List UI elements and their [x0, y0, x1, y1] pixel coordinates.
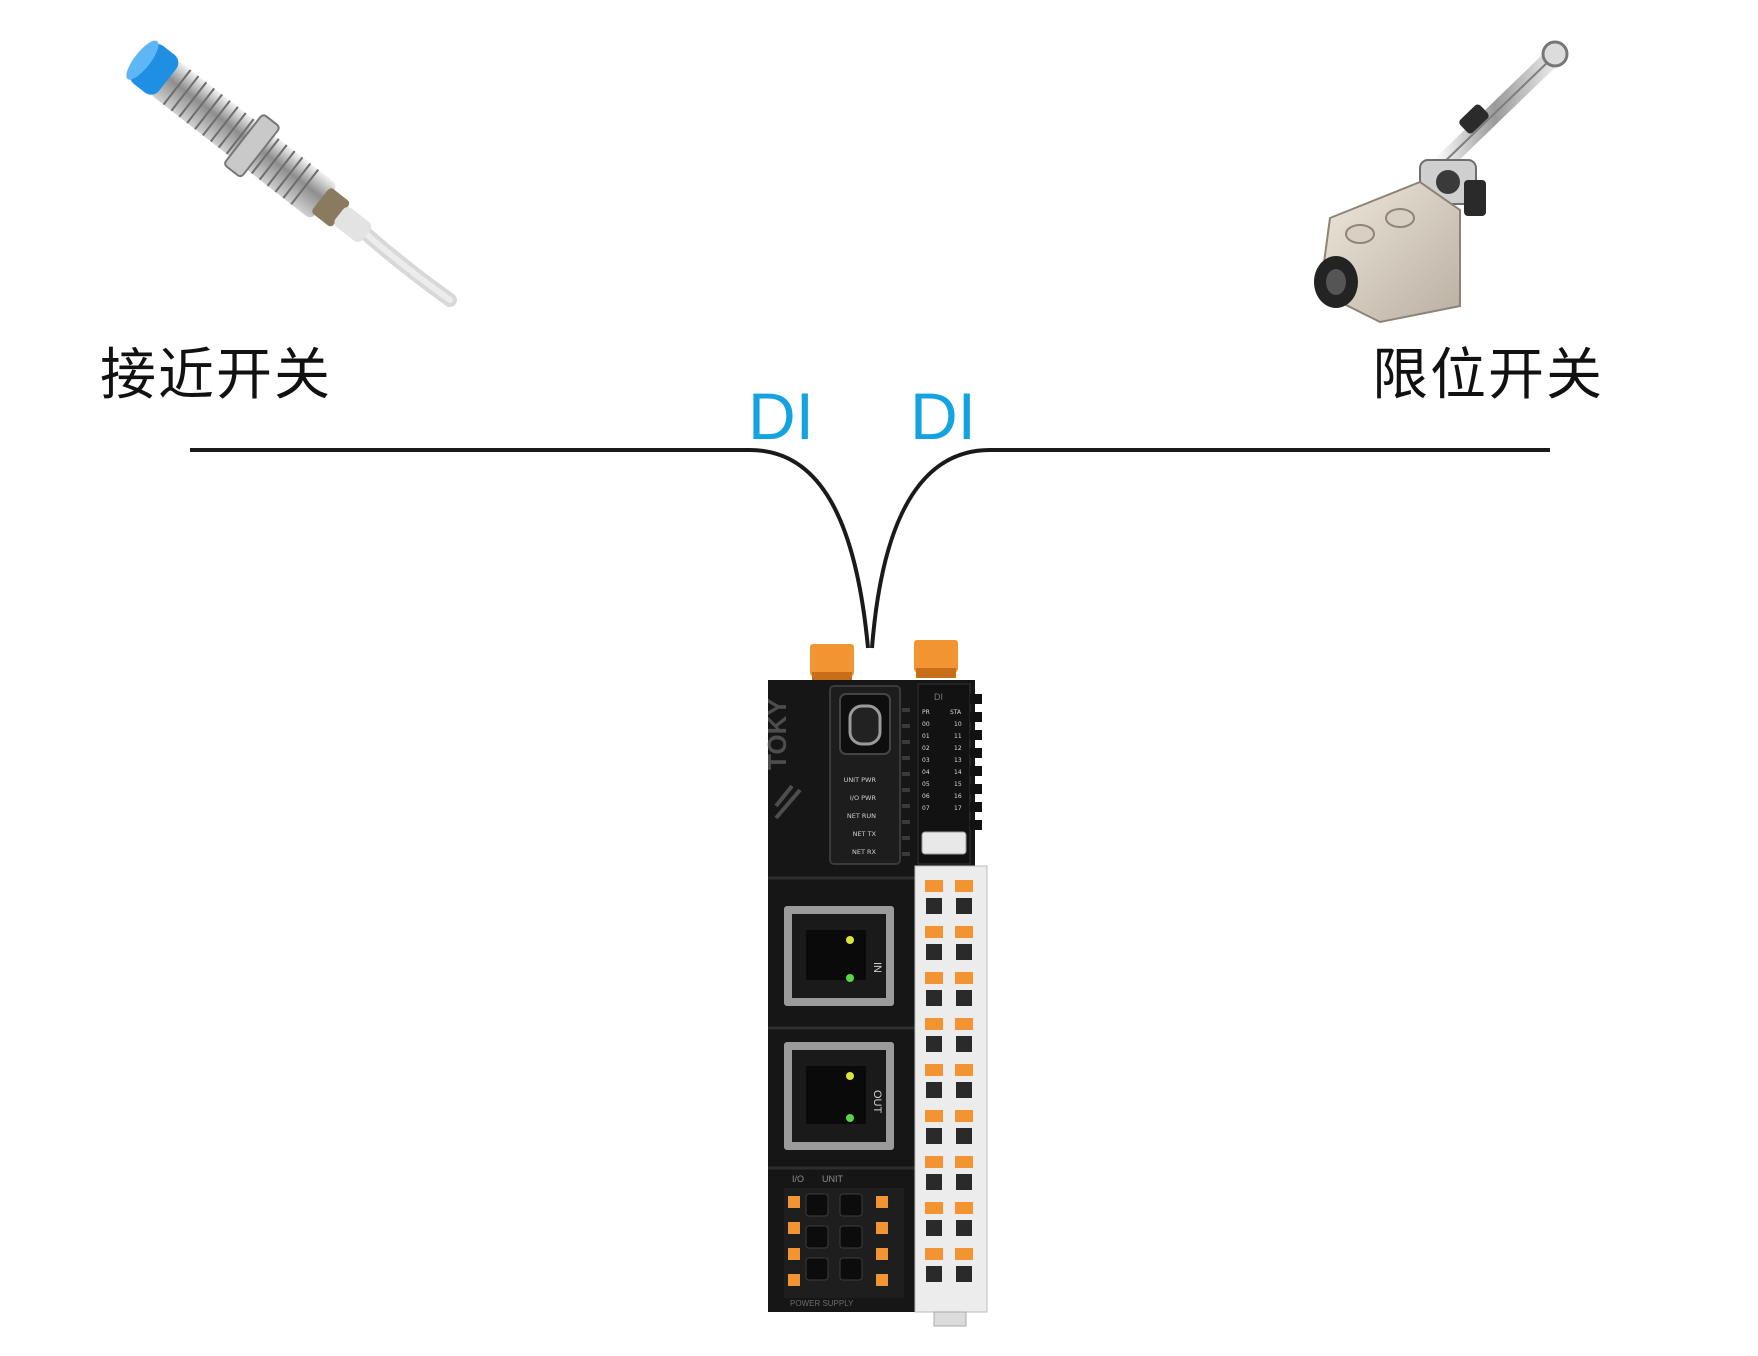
power-caption: POWER SUPPLY: [790, 1299, 854, 1308]
power-label-io: I/O: [792, 1174, 804, 1184]
io-left-01: 01: [922, 733, 930, 740]
io-col-left: PR: [922, 709, 930, 716]
io-left-05: 05: [922, 781, 930, 788]
io-right-14: 14: [954, 769, 962, 776]
io-left-07: 07: [922, 805, 930, 812]
led-label-io-pwr: I/O PWR: [850, 794, 877, 802]
io-left-02: 02: [922, 745, 930, 752]
proximity-sensor-icon: [126, 40, 457, 307]
io-right-12: 12: [954, 745, 962, 752]
status-led-strip: [902, 708, 910, 856]
ethernet-port-in[interactable]: [784, 906, 894, 1006]
io-right-11: 11: [954, 733, 962, 740]
io-left-04: 04: [922, 769, 930, 776]
led-label-net-tx: NET TX: [853, 830, 877, 838]
signal-label-di-right: DI: [910, 379, 976, 453]
usb-c-port[interactable]: [848, 704, 882, 746]
led-label-unit-pwr: UNIT PWR: [844, 776, 877, 784]
io-right-10: 10: [954, 721, 962, 728]
di-terminal-block[interactable]: [914, 865, 988, 1327]
io-header: DI: [934, 692, 943, 702]
wire-left: [190, 448, 870, 649]
brand-mark-icon: [774, 784, 802, 820]
wire-right: [870, 448, 1550, 649]
io-col-right: STA: [950, 709, 962, 716]
signal-wires: [190, 448, 1550, 649]
io-right-16: 16: [954, 793, 962, 800]
io-right-13: 13: [954, 757, 962, 764]
ethernet-port-out[interactable]: [784, 1042, 894, 1150]
io-right-17: 17: [954, 805, 962, 812]
port-label-in: IN: [871, 962, 883, 973]
signal-label-di-left: DI: [748, 379, 814, 453]
io-left-06: 06: [922, 793, 930, 800]
label-limit-switch: 限位开关: [1372, 343, 1604, 408]
power-label-unit: UNIT: [822, 1174, 843, 1184]
brand-logo: TOKY: [762, 698, 792, 770]
io-right-15: 15: [954, 781, 962, 788]
limit-switch-icon: [1314, 40, 1569, 324]
label-proximity-switch: 接近开关: [100, 343, 332, 408]
port-label-out: OUT: [871, 1090, 883, 1114]
power-terminal-block[interactable]: [784, 1188, 904, 1298]
io-module: TOKY UNIT PWR I/O PWR NET RUN NET TX NET…: [762, 640, 988, 1327]
led-label-net-run: NET RUN: [847, 812, 876, 820]
io-left-03: 03: [922, 757, 930, 764]
led-label-net-rx: NET RX: [852, 848, 877, 856]
io-left-00: 00: [922, 721, 930, 728]
